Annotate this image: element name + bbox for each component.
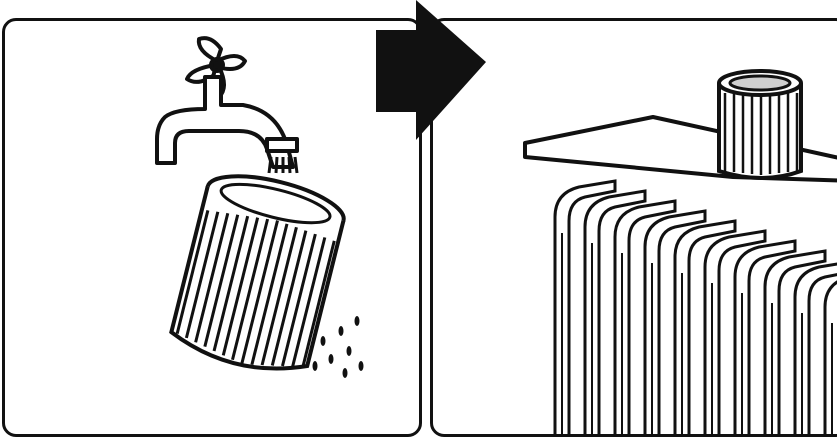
next-step-arrow-icon [376,0,486,150]
radiator-icon [555,181,837,437]
faucet-rinsing-filter-icon [5,21,422,437]
pleated-filter-icon [168,165,349,380]
step-rinse-panel [2,18,422,437]
water-drops-icon [313,316,364,378]
drying-filter-icon [719,71,801,178]
step-dry-panel [430,18,837,437]
filter-drying-on-radiator-icon [433,21,837,437]
